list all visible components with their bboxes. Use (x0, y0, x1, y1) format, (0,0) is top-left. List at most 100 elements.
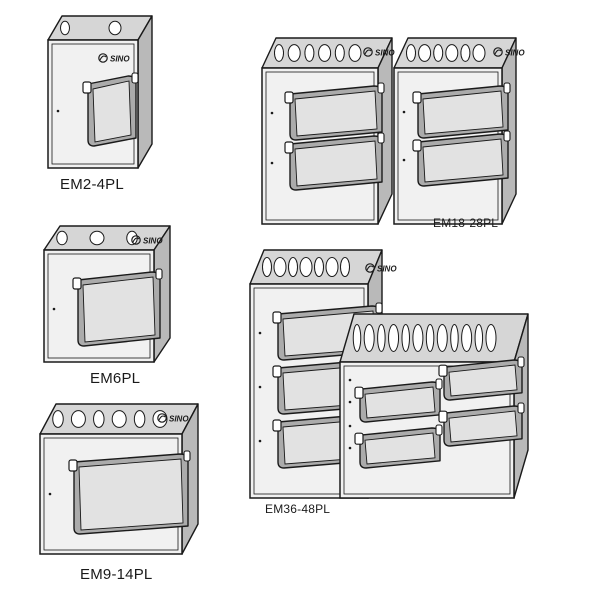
cover-clip-icon (284, 141, 294, 154)
cover-clip-icon (72, 277, 82, 290)
knockout-hole-icon (288, 256, 298, 278)
knockout-hole-icon (60, 20, 70, 36)
knockout-hole-icon (299, 256, 313, 278)
enclosure-em36-48pl-wide (339, 313, 529, 499)
knockout-hole-icon (412, 324, 424, 352)
sino-logo-icon (365, 263, 375, 273)
cover-latch-icon (435, 424, 443, 436)
knockout-hole-icon (474, 324, 484, 352)
label-em2-4pl: EM2-4PL (60, 176, 124, 193)
sino-logo-icon (157, 413, 167, 423)
screw-dot-icon (402, 110, 406, 114)
label-em36-48pl: EM36-48PL (265, 502, 331, 516)
screw-dot-icon (402, 158, 406, 162)
screw-dot-icon (270, 161, 274, 165)
breaker-cover-window (364, 386, 436, 419)
cover-latch-icon (503, 130, 511, 142)
sino-logo-swirl-icon (99, 55, 107, 61)
knockout-hole-icon (436, 324, 448, 352)
knockout-hole-icon (485, 324, 497, 352)
breaker-cover-window (448, 364, 518, 397)
cover-clip-icon (284, 91, 294, 104)
screw-dot-icon (56, 109, 60, 113)
brand-logo-text: SINO (169, 415, 189, 424)
knockout-hole-icon (93, 410, 105, 428)
screw-dot-icon (52, 307, 56, 311)
cover-latch-icon (183, 450, 191, 462)
enclosure-em2-4pl: SINO (47, 15, 153, 169)
knockout-hole-icon (460, 44, 471, 62)
screw-dot-icon (258, 331, 262, 335)
cover-latch-icon (503, 82, 511, 94)
cover-clip-icon (438, 410, 448, 423)
cover-latch-icon (375, 302, 383, 314)
knockout-hole-icon (314, 256, 324, 278)
knockout-hole-icon (70, 410, 86, 428)
sino-logo-swirl-icon (364, 49, 372, 55)
brand-logo-text: SINO (505, 49, 525, 58)
sino-logo-icon (98, 53, 108, 63)
sino-logo-swirl-icon (366, 265, 374, 271)
knockout-hole-icon (111, 410, 127, 428)
knockout-hole-icon (273, 256, 287, 278)
cover-clip-icon (272, 365, 282, 378)
knockout-hole-icon (461, 324, 473, 352)
cover-latch-icon (377, 132, 385, 144)
knockout-hole-icon (401, 324, 410, 352)
knockout-hole-icon (348, 44, 362, 62)
enclosure-em18-28pl-left: SINO (261, 37, 395, 225)
cover-clip-icon (82, 81, 92, 94)
brand-logo-text: SINO (143, 237, 163, 246)
knockout-hole-icon (318, 44, 332, 62)
cover-clip-icon (354, 386, 364, 399)
knockout-hole-icon (418, 44, 432, 62)
brand-logo-text: SINO (375, 49, 395, 58)
knockout-hole-icon (304, 44, 315, 62)
knockout-hole-icon (287, 44, 301, 62)
breaker-cover-window (448, 410, 518, 443)
brand-logo-text: SINO (110, 55, 130, 64)
sino-logo-swirl-icon (158, 415, 166, 421)
knockout-hole-icon (108, 20, 122, 36)
box-side-face (137, 15, 153, 169)
brand-logo-text: SINO (377, 265, 397, 274)
screw-dot-icon (48, 492, 52, 496)
knockout-hole-icon (352, 324, 362, 352)
sino-logo-swirl-icon (132, 237, 140, 243)
breaker-cover-window (364, 432, 436, 465)
breaker-cover-window (422, 90, 504, 135)
enclosure-em9-14pl: SINO (39, 403, 199, 555)
breaker-cover-window (294, 140, 378, 187)
breaker-cover-window (294, 90, 378, 137)
cover-latch-icon (377, 82, 385, 94)
knockout-hole-icon (325, 256, 339, 278)
knockout-hole-icon (52, 410, 64, 428)
knockout-hole-icon (363, 324, 375, 352)
breaker-cover-window (422, 138, 504, 183)
knockout-hole-icon (377, 324, 386, 352)
cover-clip-icon (438, 364, 448, 377)
cover-latch-icon (155, 268, 163, 280)
knockout-hole-icon (472, 44, 486, 62)
cover-latch-icon (131, 72, 139, 84)
cover-clip-icon (412, 139, 422, 152)
cover-clip-icon (354, 432, 364, 445)
knockout-hole-icon (334, 44, 345, 62)
breaker-cover-window (78, 458, 184, 531)
screw-dot-icon (348, 400, 352, 404)
knockout-hole-icon (340, 256, 350, 278)
cover-latch-icon (435, 378, 443, 390)
screw-dot-icon (270, 111, 274, 115)
knockout-hole-icon (56, 230, 68, 246)
screw-dot-icon (348, 446, 352, 450)
breaker-cover-window (82, 276, 156, 343)
cover-latch-icon (517, 402, 525, 414)
knockout-hole-icon (425, 324, 435, 352)
knockout-hole-icon (433, 44, 444, 62)
label-em9-14pl: EM9-14PL (80, 566, 153, 583)
knockout-hole-icon (133, 410, 146, 428)
screw-dot-icon (348, 424, 352, 428)
label-em6pl: EM6PL (90, 370, 141, 387)
